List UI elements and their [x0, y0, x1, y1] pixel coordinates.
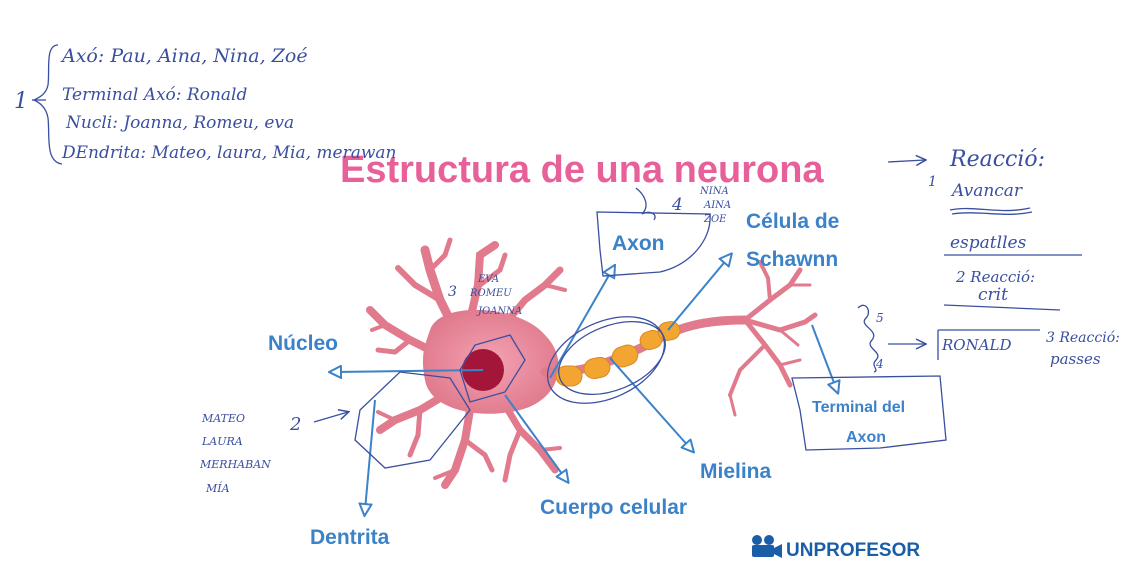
svg-text:Axó: Pau, Aina, Nina, Zoé: Axó: Pau, Aina, Nina, Zoé	[60, 45, 308, 67]
svg-text:UNPROFESOR: UNPROFESOR	[786, 540, 920, 561]
svg-text:Terminal Axó: Ronald: Terminal Axó: Ronald	[62, 85, 247, 105]
svg-text:MÍA: MÍA	[205, 481, 230, 495]
svg-text:MATEO: MATEO	[201, 412, 245, 425]
svg-text:espatlles: espatlles	[950, 233, 1027, 253]
svg-text:4: 4	[671, 195, 683, 215]
diagram-title: Estructura de una neurona	[340, 149, 824, 191]
svg-text:crit: crit	[978, 285, 1008, 305]
svg-text:Reacció:: Reacció:	[949, 147, 1045, 172]
neuron-illustration	[366, 237, 818, 489]
label-nucleo: Núcleo	[268, 332, 338, 355]
label-schwann-line2: Schawnn	[746, 248, 838, 271]
svg-text:MERHABAN: MERHABAN	[199, 458, 271, 471]
svg-text:Avancar: Avancar	[950, 181, 1023, 201]
svg-text:RONALD: RONALD	[941, 336, 1012, 354]
label-arrows	[335, 258, 836, 510]
handwritten-annotations	[32, 44, 1082, 469]
label-mielina: Mielina	[700, 460, 772, 483]
label-schwann-line1: Célula de	[746, 210, 839, 233]
myelin-sheath	[555, 321, 681, 387]
label-terminal-line1: Terminal del	[812, 399, 905, 416]
label-axon: Axon	[612, 232, 665, 255]
svg-text:LAURA: LAURA	[201, 435, 243, 448]
svg-text:ROMEU: ROMEU	[469, 288, 512, 299]
svg-text:4: 4	[875, 357, 884, 371]
svg-text:AINA: AINA	[703, 200, 731, 211]
camera-icon	[752, 535, 782, 558]
dendrites	[366, 237, 567, 489]
svg-text:3: 3	[448, 284, 457, 300]
label-terminal-line2: Axon	[846, 429, 886, 446]
axon-terminal-branches	[728, 260, 818, 417]
unprofesor-logo: UNPROFESOR	[752, 535, 920, 561]
handwritten-text: 1 Axó: Pau, Aina, Nina, Zoé Terminal Axó…	[14, 45, 1120, 495]
svg-text:DEndrita: Mateo, laura, Mia, m: DEndrita: Mateo, laura, Mia, merawan	[61, 143, 396, 163]
svg-text:5: 5	[876, 311, 884, 325]
label-cuerpo-celular: Cuerpo celular	[540, 496, 687, 519]
svg-text:EVA: EVA	[477, 274, 499, 285]
label-dentrita: Dentrita	[310, 526, 390, 549]
svg-text:2: 2	[289, 414, 301, 435]
svg-text:NINA: NINA	[699, 186, 729, 197]
svg-text:1: 1	[14, 89, 28, 114]
svg-text:passes: passes	[1050, 350, 1101, 368]
svg-text:1: 1	[928, 174, 937, 190]
svg-text:ZOE: ZOE	[703, 214, 727, 225]
svg-text:JOANNA: JOANNA	[476, 306, 522, 317]
svg-text:Nucli: Joanna, Romeu, eva: Nucli: Joanna, Romeu, eva	[65, 113, 294, 133]
svg-text:2 Reacció:: 2 Reacció:	[955, 268, 1035, 286]
svg-text:3 Reacció:: 3 Reacció:	[1046, 330, 1120, 346]
